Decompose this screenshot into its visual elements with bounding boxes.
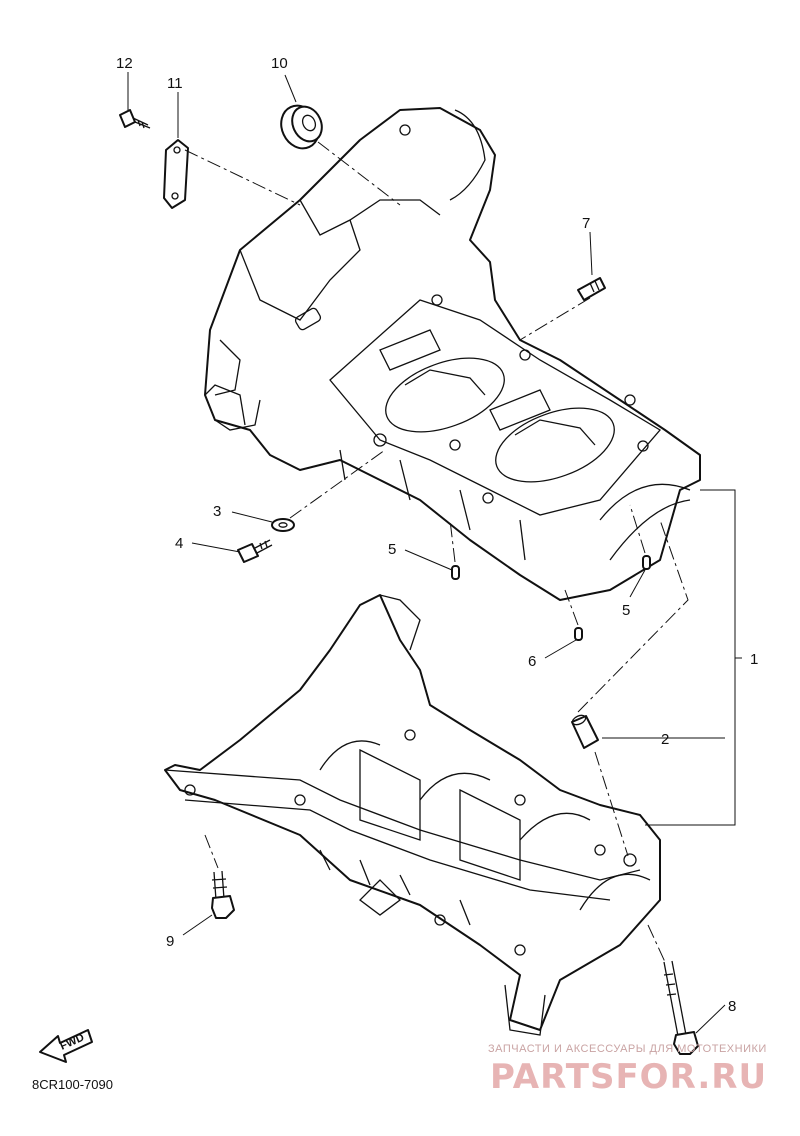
callout-4: 4 [175, 535, 183, 552]
callout-6: 6 [528, 653, 536, 670]
callout-3: 3 [213, 503, 221, 520]
bolt-4-part [237, 539, 273, 563]
callout-labels: 1 2 3 4 5 5 6 7 8 9 10 12 11 [116, 55, 758, 1015]
callout-10: 10 [271, 55, 288, 72]
watermark: ЗАПЧАСТИ И АКСЕССУАРЫ ДЛЯ МОТОТЕХНИКИ PA… [488, 1043, 767, 1097]
pin-6-part [574, 627, 583, 641]
callout-5b: 5 [622, 602, 630, 619]
bolt-8-part [663, 960, 699, 1055]
oil-seal-part [280, 104, 323, 150]
watermark-brand: PARTSFOR.RU [490, 1057, 767, 1097]
lower-crankcase [164, 594, 661, 1036]
callout-2: 2 [661, 731, 669, 748]
pin-5b-part [642, 555, 651, 570]
pin-5a-part [451, 565, 460, 580]
callout-11: 11 [167, 75, 183, 92]
bolt-9-part [211, 870, 235, 919]
callout-5a: 5 [388, 541, 396, 558]
leader-lines [127, 72, 742, 1034]
callout-1: 1 [750, 651, 758, 668]
alignment-lines [184, 141, 689, 963]
diagram-code: 8CR100-7090 [32, 1077, 113, 1092]
knock-pin-part [571, 714, 599, 749]
washer-part [271, 518, 295, 532]
upper-crankcase [204, 107, 701, 601]
callout-7: 7 [582, 215, 590, 232]
watermark-tagline: ЗАПЧАСТИ И АКСЕССУАРЫ ДЛЯ МОТОТЕХНИКИ [488, 1043, 767, 1055]
callout-12: 12 [116, 55, 133, 72]
plate-part [163, 139, 189, 209]
callout-9: 9 [166, 933, 174, 950]
fwd-arrow-icon: FWD [39, 1029, 93, 1063]
dowel-7-part [577, 277, 606, 301]
bolt-12-part [119, 109, 151, 129]
callout-8: 8 [728, 998, 736, 1015]
